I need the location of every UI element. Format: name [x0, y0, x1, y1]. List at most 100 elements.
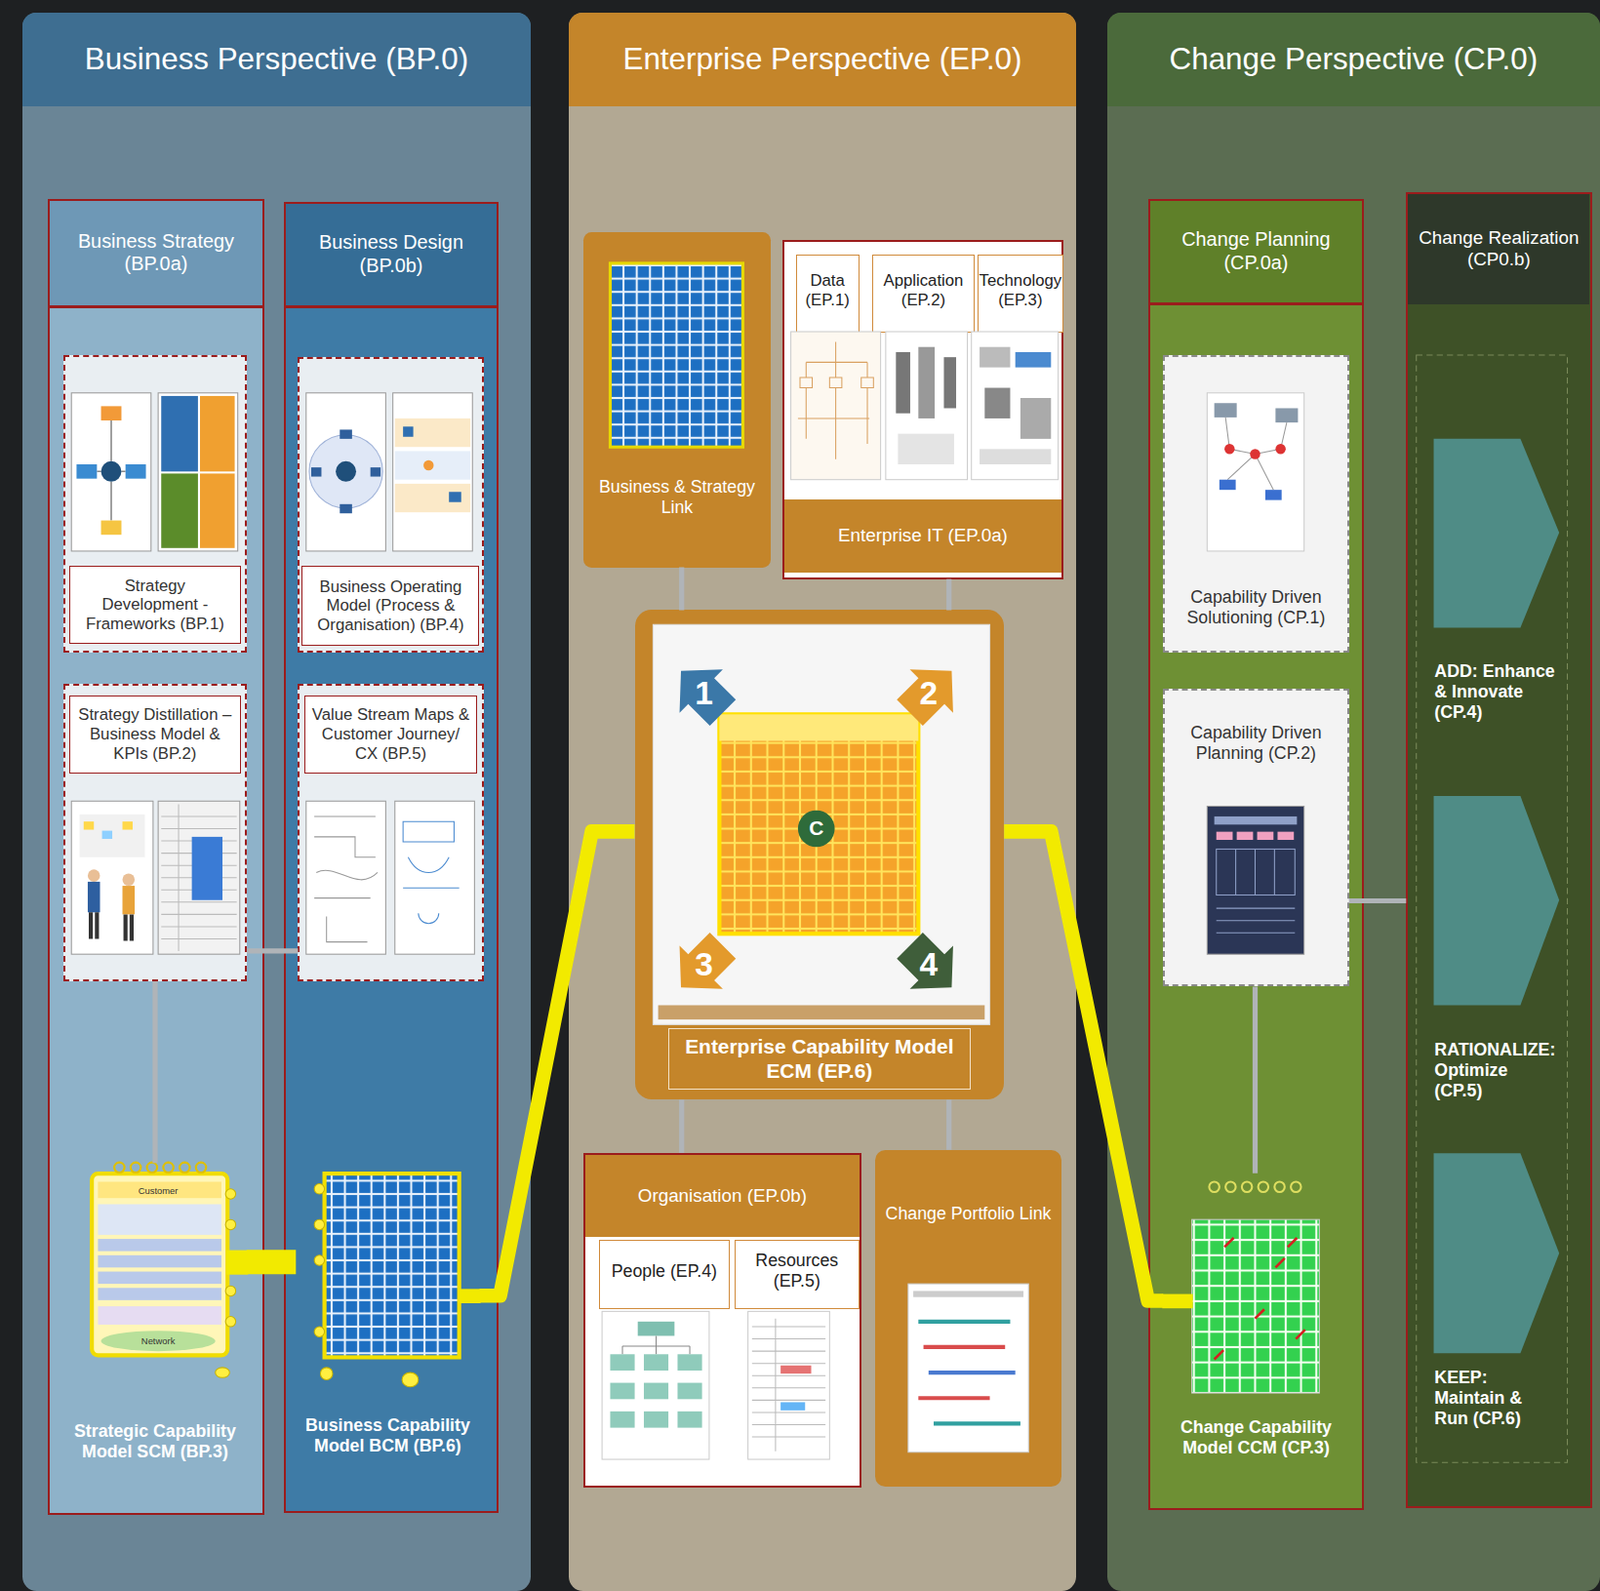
ring	[1241, 1181, 1252, 1192]
text-slot: Business Operating Model (Process & Orga…	[301, 565, 480, 646]
callout-number: 1	[683, 671, 725, 717]
matrix-lines	[1216, 848, 1296, 933]
thumb-shape	[311, 467, 321, 477]
node-label: Change Capability Model CCM (CP.3)	[1162, 1400, 1349, 1477]
column-panel: Change Realization (CP0.b)ADD: Enhance &…	[1405, 192, 1592, 1509]
roadmap-header	[913, 1290, 1024, 1297]
node-label: Capability Driven Solutioning (CP.1)	[1169, 569, 1344, 647]
text-slot: People (EP.4)	[600, 1240, 729, 1303]
block-arrow	[1434, 796, 1560, 1005]
text-slot: Resources (EP.5)	[735, 1240, 859, 1303]
action-item: RATIONALIZE: Optimize (CP.5)	[1421, 791, 1570, 1113]
frame-bevel	[658, 1004, 986, 1020]
text-slot: Business & Strategy Link	[587, 462, 766, 534]
cycle-arrow	[659, 923, 745, 1009]
table-block	[192, 837, 223, 901]
dots	[314, 1184, 419, 1388]
node-label: Organisation (EP.0b)	[585, 1155, 859, 1238]
block-arrow	[1434, 1153, 1560, 1354]
dot	[401, 1372, 419, 1388]
thumb-shape	[125, 464, 147, 480]
yellow-link-stub	[459, 1288, 481, 1304]
text-slot: Strategy Development - Frameworks (BP.1)	[69, 565, 241, 643]
node-label: Change Perspective (CP.0)	[1107, 12, 1600, 107]
person-head	[87, 869, 101, 882]
thumb-shape	[448, 491, 462, 502]
text-slot: 3	[683, 941, 725, 987]
roadmap-bar	[928, 1370, 1016, 1375]
thumb-line	[96, 420, 125, 521]
planning-matrix	[1206, 805, 1304, 955]
layer-tab: Resources (EP.5)	[734, 1240, 860, 1310]
text-slot: Strategy Distillation – Business Model &…	[69, 695, 241, 773]
dot	[320, 1367, 333, 1381]
ring	[162, 1162, 173, 1173]
sticky-note	[122, 821, 133, 830]
thumbnail	[158, 800, 240, 955]
thumbnail	[791, 331, 881, 480]
band	[97, 1306, 222, 1325]
content-box: Capability Driven Planning (CP.2)	[1162, 688, 1349, 987]
ring	[1225, 1181, 1236, 1192]
core-model-box: Enterprise Capability Model ECM (EP.6)	[635, 609, 1005, 1100]
node-label: Application (EP.2)	[873, 255, 974, 325]
org-box	[609, 1411, 635, 1429]
dot	[225, 1285, 236, 1296]
node-label: Business & Strategy Link	[587, 462, 766, 534]
ring	[1258, 1181, 1269, 1192]
lane	[395, 450, 471, 480]
dot	[314, 1255, 324, 1266]
table-cell	[780, 1365, 811, 1374]
dot	[314, 1326, 324, 1337]
org-boxes	[609, 1354, 702, 1428]
thumbnail	[158, 393, 239, 552]
cycle-arrow	[659, 649, 745, 735]
thumb-shape	[1249, 448, 1260, 459]
text-slot: 4	[908, 941, 950, 987]
content-box: Strategy Development - Frameworks (BP.1)	[63, 355, 247, 653]
text-slot: Enterprise Perspective (EP.0)	[568, 12, 1078, 107]
grid-header	[719, 714, 919, 741]
text-slot: Strategic Capability Model SCM (BP.3)	[63, 1405, 247, 1478]
figure-text: Customer	[102, 1182, 215, 1199]
person-legs	[125, 914, 132, 941]
callout-letter: C	[800, 812, 833, 845]
text-slot: RATIONALIZE: Optimize (CP.5)	[1429, 1036, 1564, 1106]
table-lines	[752, 1319, 826, 1452]
hub	[335, 461, 357, 482]
band	[97, 1203, 222, 1235]
text-slot: 2	[908, 671, 950, 717]
thumbnail	[306, 393, 387, 552]
text-slot: Enterprise IT (EP.0a)	[784, 499, 1061, 572]
text-slot: 1	[683, 671, 725, 717]
matrix-cell	[1277, 832, 1294, 840]
node-label: Change Realization (CP0.b)	[1407, 194, 1590, 305]
perspective-panel: Change Perspective (CP.0) Change Planning…	[1107, 12, 1600, 1591]
matrix-block	[1216, 848, 1296, 895]
content-box: Strategy Distillation – Business Model &…	[63, 683, 247, 982]
text-slot: Change Planning (CP.0a)	[1150, 200, 1363, 306]
org-box	[609, 1354, 635, 1371]
matrix-cell	[1257, 832, 1275, 840]
dots	[215, 1189, 237, 1379]
org-box	[643, 1411, 669, 1429]
dot	[215, 1367, 231, 1378]
yellow-link-stub	[1161, 1294, 1193, 1310]
band	[97, 1255, 222, 1269]
node-label: Business Operating Model (Process & Orga…	[301, 565, 480, 646]
quadrant	[200, 396, 236, 472]
change-marks	[1214, 1238, 1306, 1360]
text-slot: Business Capability Model BCM (BP.6)	[295, 1400, 480, 1472]
matrix-cell	[1216, 832, 1234, 840]
ring	[196, 1162, 206, 1173]
thumbnail	[971, 331, 1059, 480]
roadmap	[908, 1283, 1029, 1453]
dot	[225, 1219, 236, 1230]
table-cell	[780, 1401, 805, 1410]
group-box: Enterprise IT (EP.0a)Data (EP.1)Applicat…	[782, 240, 1064, 580]
roadmap-bar	[933, 1421, 1021, 1426]
thumb-shape	[339, 504, 353, 514]
figure-text: Network	[102, 1332, 215, 1350]
thumb-shape	[101, 405, 122, 421]
